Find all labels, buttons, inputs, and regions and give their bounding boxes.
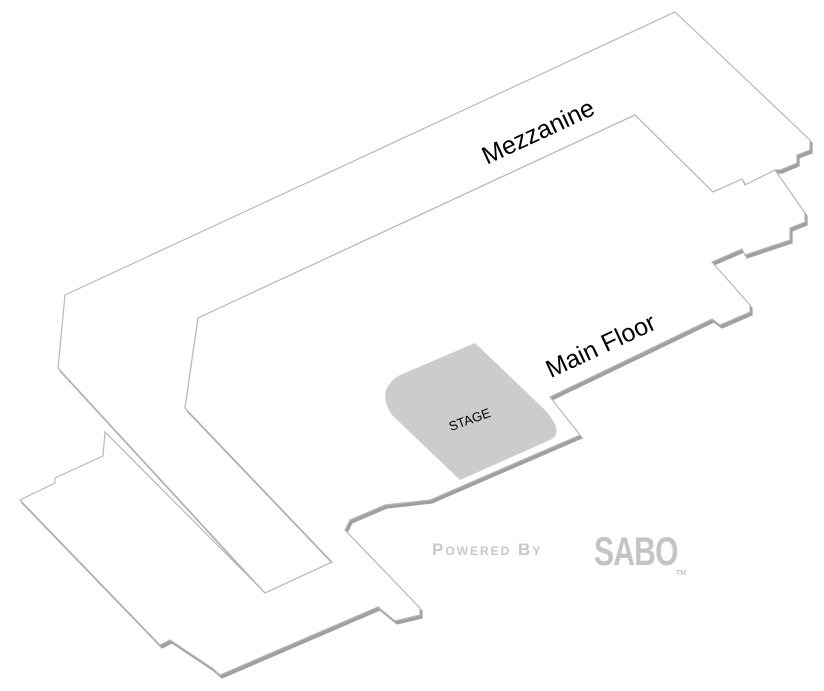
trademark-mark: TM bbox=[676, 570, 687, 577]
stage bbox=[385, 343, 557, 480]
sabo-logo: SABO bbox=[594, 530, 678, 574]
powered-by-text: Powered By bbox=[432, 540, 543, 559]
